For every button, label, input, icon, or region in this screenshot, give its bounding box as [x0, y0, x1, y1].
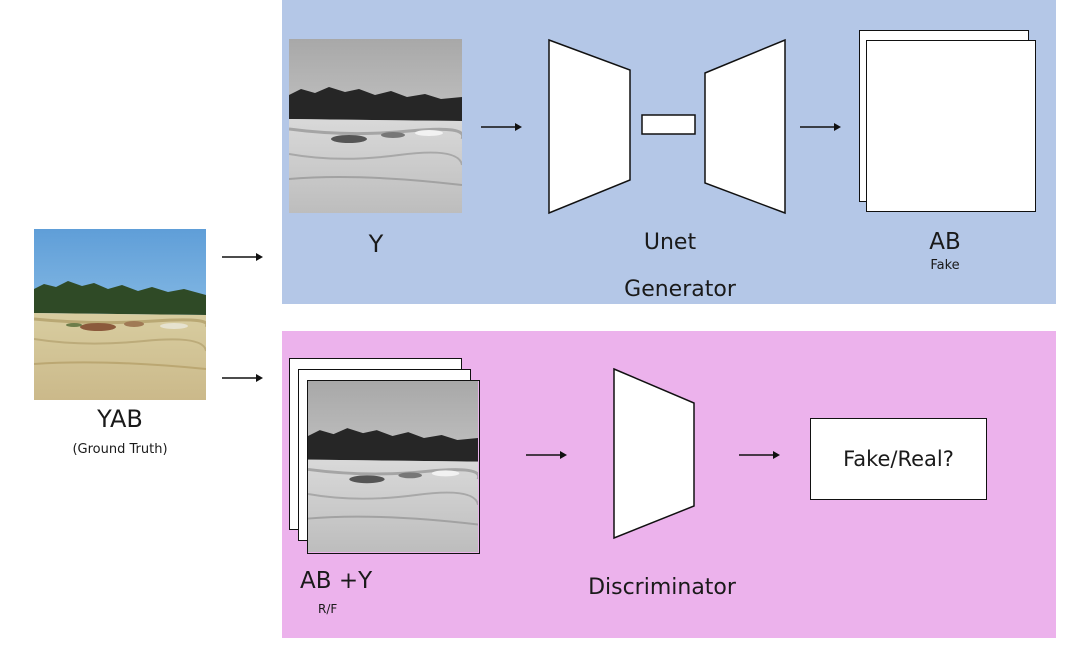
- arrow-unet-to-output: [800, 123, 841, 131]
- arrow-discriminator-to-output: [739, 451, 780, 459]
- disc-input-label: AB +Y: [300, 568, 373, 594]
- generator-input-label: Y: [368, 230, 384, 258]
- generator-output-sublabel: Fake: [930, 258, 960, 273]
- fake-real-output-box: Fake/Real?: [810, 418, 987, 500]
- discriminator-network-shape: [613, 367, 695, 540]
- arrow-to-generator: [222, 253, 263, 261]
- unet-label: Unet: [643, 230, 697, 255]
- arrow-to-discriminator: [222, 374, 263, 382]
- arrow-input-to-unet: [481, 123, 522, 131]
- fake-ab-output-front-frame: [866, 40, 1036, 212]
- ground-truth-label: YAB: [97, 405, 143, 433]
- ground-truth-color-image: [34, 229, 206, 400]
- generator-output-label: AB: [929, 229, 961, 255]
- generator-panel-label: Generator: [624, 277, 736, 302]
- ground-truth-sublabel: (Ground Truth): [72, 442, 168, 457]
- generator-input-grayscale-image: [289, 39, 462, 213]
- fake-real-output-label: Fake/Real?: [843, 447, 954, 471]
- disc-input-grayscale-image: [307, 380, 480, 554]
- disc-input-sublabel: R/F: [318, 602, 338, 616]
- unet-network-shape: [548, 38, 786, 215]
- discriminator-panel-label: Discriminator: [588, 575, 736, 600]
- arrow-input-to-discriminator: [526, 451, 567, 459]
